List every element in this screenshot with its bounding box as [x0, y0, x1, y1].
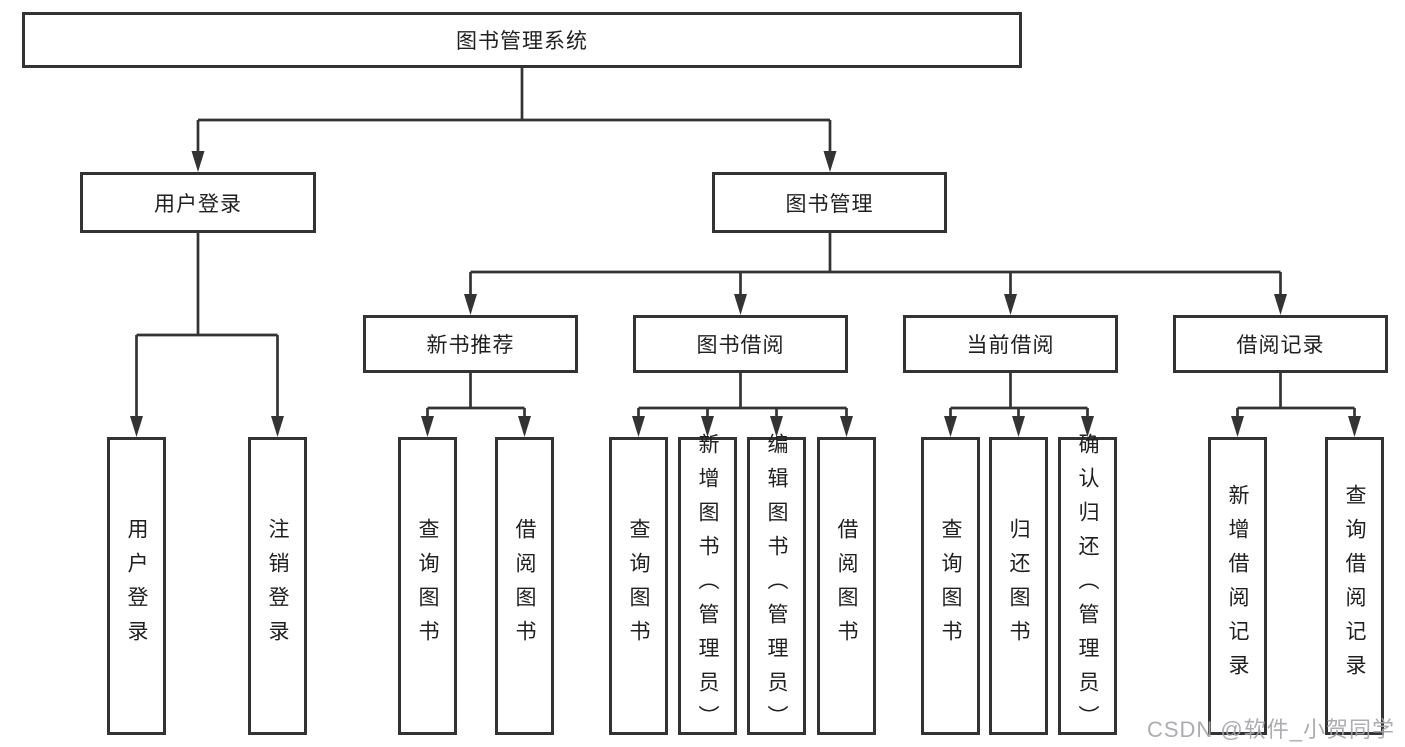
- node-new-book-recommendation-label: 新书推荐: [426, 334, 515, 357]
- leaf-borrow-books-borrowing-label: 借阅图书: [835, 518, 858, 654]
- leaf-query-books-recommend: 查询图书: [398, 437, 457, 735]
- leaf-confirm-return-admin: 确认归还（管理员）: [1058, 433, 1117, 739]
- node-borrowing-records-label: 借阅记录: [1236, 334, 1325, 357]
- node-book-management-label: 图书管理: [785, 192, 874, 216]
- node-book-management: 图书管理: [712, 172, 947, 233]
- node-current-borrowing: 当前借阅: [903, 315, 1118, 373]
- leaf-confirm-return-admin-label: 确认归还（管理员）: [1076, 433, 1099, 739]
- leaf-return-book-label: 归还图书: [1007, 518, 1030, 654]
- leaf-user-login-label: 用户登录: [125, 518, 148, 654]
- node-new-book-recommendation: 新书推荐: [363, 315, 578, 373]
- node-book-borrowing: 图书借阅: [633, 315, 848, 373]
- node-book-borrowing-label: 图书借阅: [696, 334, 785, 357]
- node-root: 图书管理系统: [22, 12, 1022, 68]
- leaf-user-login: 用户登录: [107, 437, 166, 735]
- leaf-edit-book-admin: 编辑图书（管理员）: [747, 433, 806, 739]
- leaf-borrow-books-recommend-label: 借阅图书: [513, 518, 536, 654]
- leaf-query-books-borrowing: 查询图书: [609, 437, 668, 735]
- leaf-edit-book-admin-label: 编辑图书（管理员）: [765, 433, 788, 739]
- node-root-label: 图书管理系统: [456, 30, 588, 53]
- leaf-add-book-admin: 新增图书（管理员）: [678, 433, 737, 739]
- leaf-logout-label: 注销登录: [266, 518, 289, 654]
- node-user-login-label: 用户登录: [154, 192, 242, 216]
- leaf-query-books-current-label: 查询图书: [939, 518, 962, 654]
- leaf-return-book: 归还图书: [989, 437, 1048, 735]
- leaf-query-books-current: 查询图书: [921, 437, 980, 735]
- node-borrowing-records: 借阅记录: [1173, 315, 1388, 373]
- leaf-borrow-books-borrowing: 借阅图书: [817, 437, 876, 735]
- watermark: CSDN @软件_小贺同学: [1146, 717, 1395, 742]
- leaf-borrow-books-recommend: 借阅图书: [495, 437, 554, 735]
- leaf-query-books-borrowing-label: 查询图书: [627, 518, 650, 654]
- node-current-borrowing-label: 当前借阅: [966, 334, 1055, 357]
- leaf-logout: 注销登录: [248, 437, 307, 735]
- leaf-query-books-recommend-label: 查询图书: [416, 518, 439, 654]
- node-user-login: 用户登录: [80, 172, 316, 233]
- leaf-query-borrow-record: 查询借阅记录: [1325, 437, 1384, 735]
- leaf-query-borrow-record-label: 查询借阅记录: [1343, 484, 1366, 688]
- leaf-add-book-admin-label: 新增图书（管理员）: [696, 433, 719, 739]
- leaf-add-borrow-record-label: 新增借阅记录: [1226, 484, 1249, 688]
- leaf-add-borrow-record: 新增借阅记录: [1208, 437, 1267, 735]
